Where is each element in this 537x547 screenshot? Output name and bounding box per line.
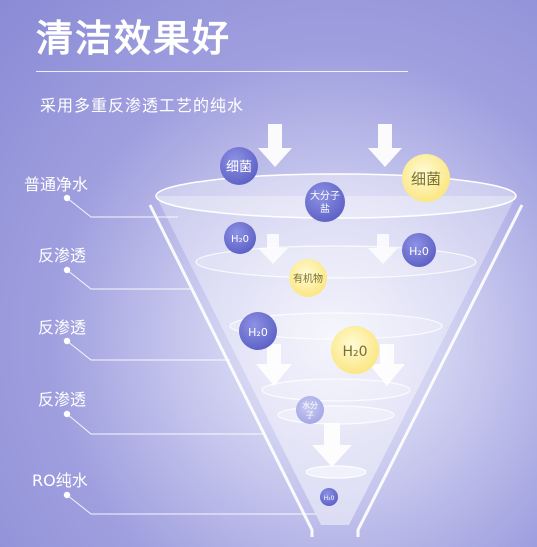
stage-label-4: 反渗透 bbox=[38, 390, 87, 409]
svg-text:大分子: 大分子 bbox=[310, 189, 340, 202]
down-arrow-icon bbox=[258, 234, 288, 264]
down-arrow-icon bbox=[312, 423, 352, 467]
svg-text:H₂0: H₂0 bbox=[231, 234, 249, 245]
stage-label-2: 反渗透 bbox=[38, 246, 87, 265]
svg-text:H₂0: H₂0 bbox=[248, 326, 268, 339]
particle: H₂0 bbox=[331, 326, 379, 374]
page-title: 清洁效果好 bbox=[36, 17, 231, 60]
stage-label-1: 普通净水 bbox=[24, 175, 89, 194]
svg-text:细菌: 细菌 bbox=[226, 160, 252, 175]
title-divider bbox=[36, 71, 408, 72]
particle: 水分 子 bbox=[296, 396, 324, 424]
stage-leader-dots bbox=[63, 194, 71, 499]
svg-text:水分: 水分 bbox=[302, 400, 318, 410]
stage-leader-lines bbox=[66, 197, 316, 515]
particle: H₂0 bbox=[239, 312, 277, 350]
down-arrow-icon bbox=[256, 344, 292, 386]
stage-label-3: 反渗透 bbox=[38, 318, 87, 337]
down-arrow-icon bbox=[369, 344, 405, 386]
particle: 大分子 盐 bbox=[305, 182, 345, 222]
svg-text:细菌: 细菌 bbox=[411, 170, 441, 188]
down-arrow-icon bbox=[258, 124, 292, 167]
page-subtitle: 采用多重反渗透工艺的纯水 bbox=[40, 96, 245, 115]
svg-text:H₂0: H₂0 bbox=[409, 245, 429, 258]
stage-label-5: RO纯水 bbox=[32, 471, 88, 490]
down-arrow-icon bbox=[368, 234, 398, 264]
svg-text:盐: 盐 bbox=[320, 202, 330, 215]
svg-text:子: 子 bbox=[306, 411, 314, 420]
particle: 细菌 bbox=[402, 154, 450, 202]
svg-text:H₂0: H₂0 bbox=[342, 344, 367, 360]
flow-arrows bbox=[256, 124, 405, 467]
particle: H₂0 bbox=[320, 488, 338, 506]
particle: 细菌 bbox=[220, 147, 258, 185]
svg-text:H₂0: H₂0 bbox=[324, 495, 335, 502]
svg-text:有机物: 有机物 bbox=[293, 272, 323, 285]
particle: 有机物 bbox=[289, 259, 327, 297]
particle: H₂0 bbox=[224, 222, 256, 254]
down-arrow-icon bbox=[368, 124, 402, 167]
particle: H₂0 bbox=[402, 233, 436, 267]
